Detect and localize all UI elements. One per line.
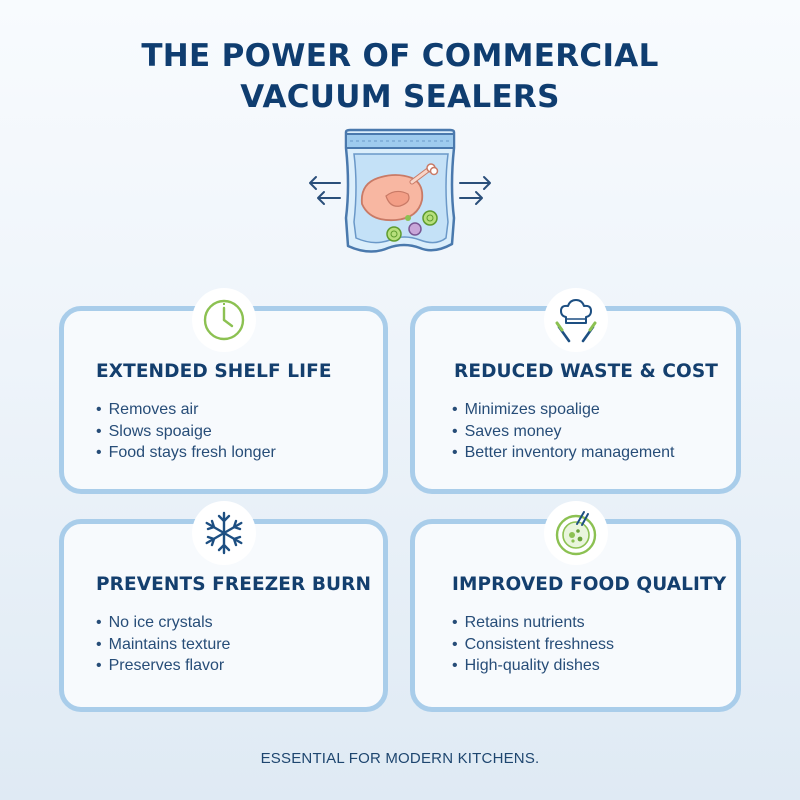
list-item: Food stays fresh longer	[96, 442, 276, 464]
list-item: Better inventory management	[452, 442, 675, 464]
card-list: Minimizes spoalige Saves money Better in…	[452, 399, 675, 464]
page-title-line-1: THE POWER OF COMMERCIAL	[141, 38, 659, 74]
clock-icon	[191, 288, 256, 352]
card-list: Removes air Slows spoaige Food stays fre…	[96, 399, 276, 464]
list-item: Maintains texture	[96, 634, 231, 656]
list-item: Saves money	[452, 421, 675, 443]
list-item: No ice crystals	[96, 612, 230, 634]
card-list: Retains nutrients Consistent freshness H…	[452, 612, 614, 677]
vacuum-sealed-chicken-bag-icon	[300, 126, 500, 271]
card-list: No ice crystals Maintains texture Preser…	[96, 612, 231, 677]
card-prevents-freezer-burn: PREVENTS FREEZER BURN No ice crystals Ma…	[59, 501, 388, 712]
card-extended-shelf-life: EXTENDED SHELF LIFE Removes air Slows sp…	[59, 288, 388, 494]
list-item: Retains nutrients	[452, 612, 614, 634]
card-title: IMPROVED FOOD QUALITY	[452, 574, 727, 595]
card-title: REDUCED WASTE & COST	[454, 361, 719, 382]
card-title: EXTENDED SHELF LIFE	[96, 361, 332, 382]
list-item: Preserves flavor	[96, 655, 230, 677]
page-title-line-2: VACUUM SEALERS	[240, 79, 560, 115]
list-item: Minimizes spoalige	[452, 399, 675, 421]
card-title: PREVENTS FREEZER BURN	[96, 574, 372, 595]
list-item: Removes air	[96, 399, 276, 421]
chef-hat-knives-icon	[543, 288, 608, 352]
footer-tagline: ESSENTIAL FOR MODERN KITCHENS.	[260, 750, 540, 767]
list-item: Slows spoaige	[96, 421, 276, 443]
snowflake-icon	[191, 501, 256, 565]
plated-dish-icon	[543, 501, 608, 565]
card-improved-food-quality: IMPROVED FOOD QUALITY Retains nutrients …	[410, 501, 741, 712]
list-item: High-quality dishes	[452, 655, 614, 677]
card-reduced-waste-cost: REDUCED WASTE & COST Minimizes spoalige …	[410, 288, 741, 494]
list-item: Consistent freshness	[452, 634, 614, 656]
page-title: THE POWER OF COMMERCIAL VACUUM SEALERS	[0, 36, 800, 118]
